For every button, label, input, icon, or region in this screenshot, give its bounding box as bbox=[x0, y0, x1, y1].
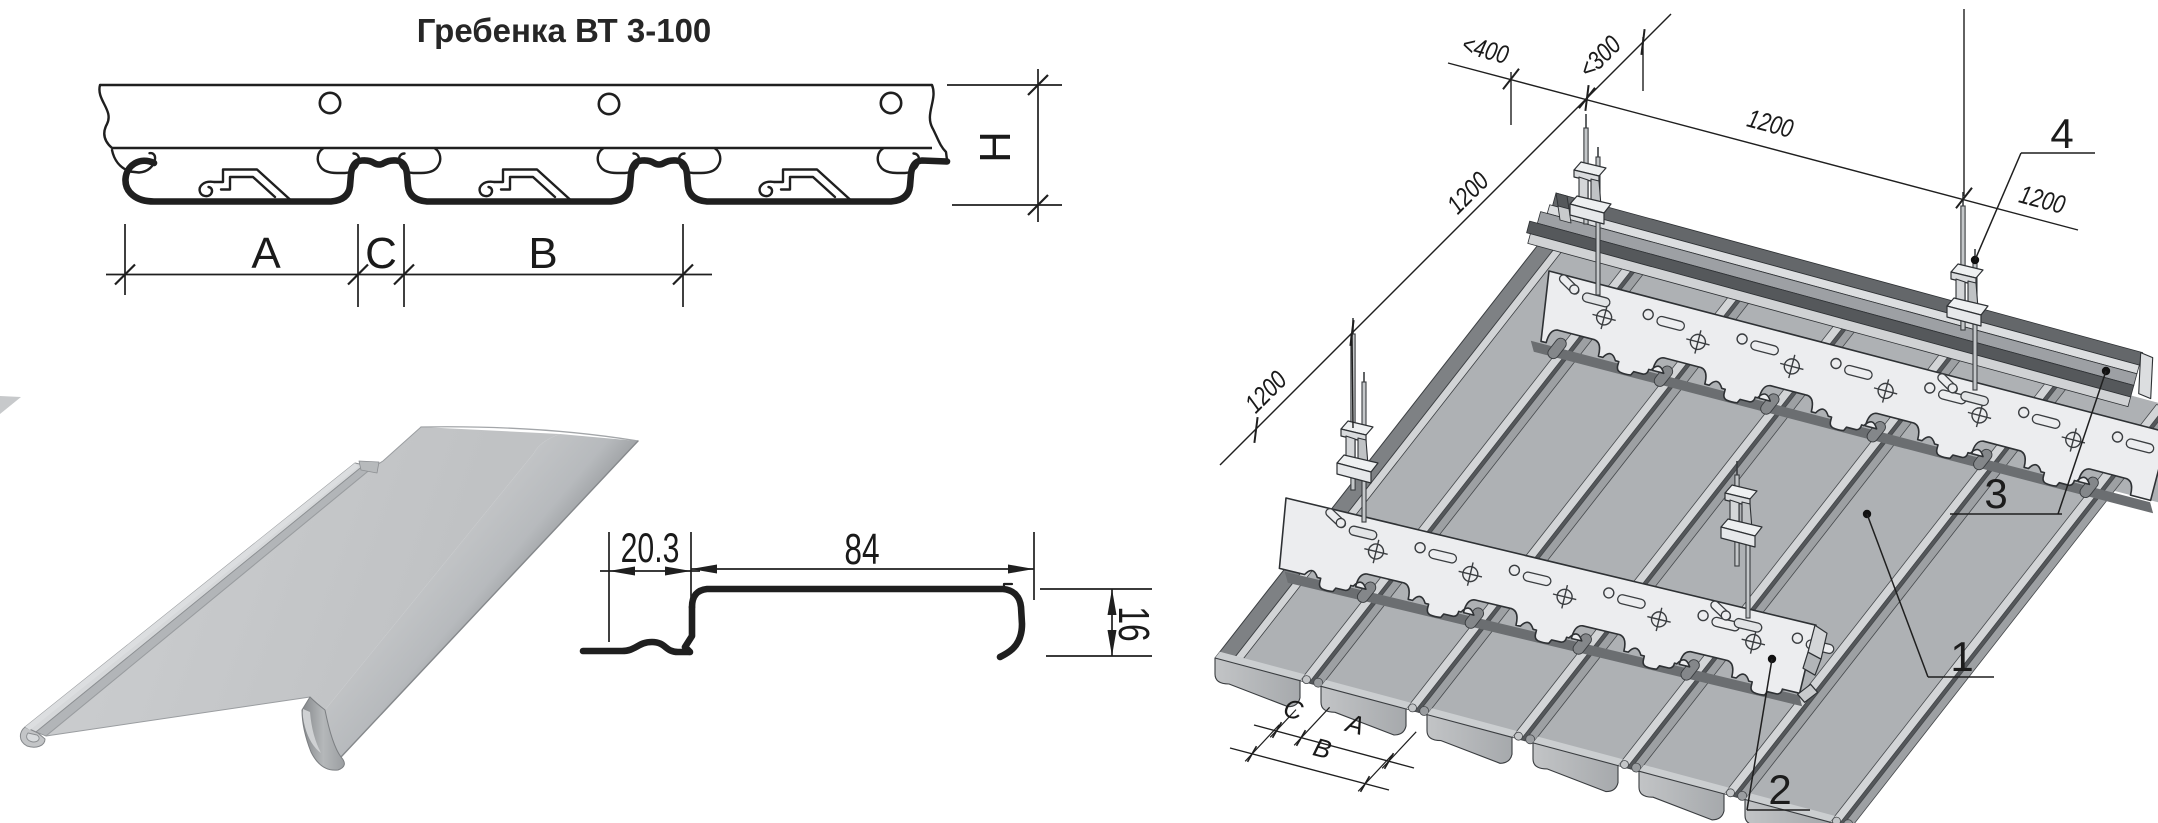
svg-text:A: A bbox=[251, 229, 281, 278]
svg-text:H: H bbox=[971, 131, 1020, 163]
svg-text:3: 3 bbox=[1984, 470, 2007, 517]
svg-text:4: 4 bbox=[2050, 110, 2073, 157]
svg-text:20.3: 20.3 bbox=[621, 524, 680, 571]
svg-text:16: 16 bbox=[1109, 606, 1158, 641]
svg-text:2: 2 bbox=[1768, 766, 1791, 813]
svg-text:84: 84 bbox=[844, 525, 879, 574]
svg-text:Гребенка ВТ 3-100: Гребенка ВТ 3-100 bbox=[417, 12, 712, 49]
svg-text:1: 1 bbox=[1950, 633, 1973, 680]
svg-text:C: C bbox=[365, 229, 397, 278]
svg-text:B: B bbox=[528, 229, 557, 278]
